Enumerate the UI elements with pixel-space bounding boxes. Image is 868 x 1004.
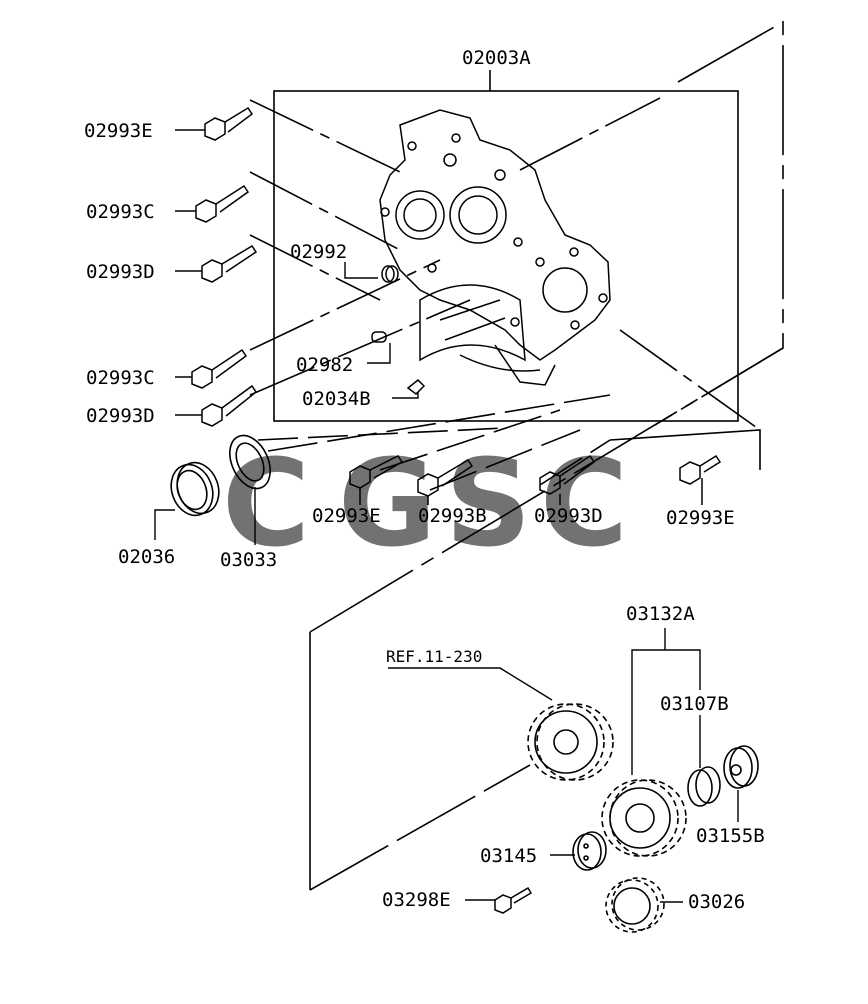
bolts-left bbox=[175, 106, 258, 427]
bolt-icon bbox=[204, 106, 254, 141]
label-seal: 02036 bbox=[118, 546, 175, 568]
label-gear-set: 03132A bbox=[626, 603, 695, 625]
label-bolt: 02993D bbox=[86, 405, 155, 427]
washer-icon bbox=[723, 745, 759, 789]
bolt-icon bbox=[679, 454, 722, 485]
seal-icon bbox=[170, 461, 220, 517]
watermark-letter: S bbox=[445, 435, 531, 574]
label-bolt: 02993C bbox=[86, 201, 155, 223]
gasket-icon bbox=[229, 434, 271, 490]
watermark-letter: C bbox=[540, 435, 628, 574]
bolt-icon bbox=[349, 455, 404, 489]
label-bolt: 03298E bbox=[382, 889, 451, 911]
label-bolt: 02993B bbox=[418, 505, 487, 527]
pin-icon bbox=[371, 331, 387, 343]
label-dowel: 02034B bbox=[302, 388, 371, 410]
dowel-icon bbox=[406, 378, 426, 395]
bolts-middle bbox=[349, 454, 722, 505]
bolt-icon bbox=[539, 454, 596, 495]
watermark: C G S C bbox=[222, 435, 628, 574]
label-crankcase: 02003A bbox=[462, 47, 531, 69]
label-bolt: 02993D bbox=[86, 261, 155, 283]
label-gear: 03026 bbox=[688, 891, 745, 913]
bolt-icon bbox=[201, 384, 258, 427]
bushing-icon bbox=[687, 766, 721, 807]
watermark-letter: G bbox=[338, 435, 437, 574]
crankcase-box bbox=[273, 90, 739, 422]
label-plate: 03145 bbox=[480, 845, 537, 867]
crankcase-icon bbox=[379, 109, 611, 386]
part-labels: 02003A 02993E 02993C 02993D 02992 02993C… bbox=[84, 47, 765, 913]
label-bolt: 02993C bbox=[86, 367, 155, 389]
label-bolt: 02993D bbox=[534, 505, 603, 527]
label-plug: 02992 bbox=[290, 241, 347, 263]
plug-icon bbox=[381, 265, 399, 283]
label-bolt: 02993E bbox=[666, 507, 735, 529]
watermark-letter: C bbox=[222, 435, 310, 574]
label-bolt: 02993E bbox=[84, 120, 153, 142]
bolt-icon bbox=[195, 184, 250, 223]
label-bolt: 02993E bbox=[312, 505, 381, 527]
bolt-icon bbox=[191, 348, 248, 389]
driven-gear-icon bbox=[601, 779, 687, 857]
small-gear-icon bbox=[605, 877, 665, 933]
label-gasket: 03033 bbox=[220, 549, 277, 571]
label-reference: REF.11-230 bbox=[386, 647, 482, 666]
frame-lines bbox=[249, 20, 784, 891]
ref-gear-icon bbox=[527, 703, 614, 781]
label-pin: 02982 bbox=[296, 354, 353, 376]
plate-icon bbox=[572, 831, 607, 871]
label-washer: 03155B bbox=[696, 825, 765, 847]
bolt-icon bbox=[201, 244, 258, 283]
label-bushing: 03107B bbox=[660, 693, 729, 715]
bolt-icon bbox=[417, 458, 474, 497]
small-bolt-icon bbox=[494, 886, 533, 914]
